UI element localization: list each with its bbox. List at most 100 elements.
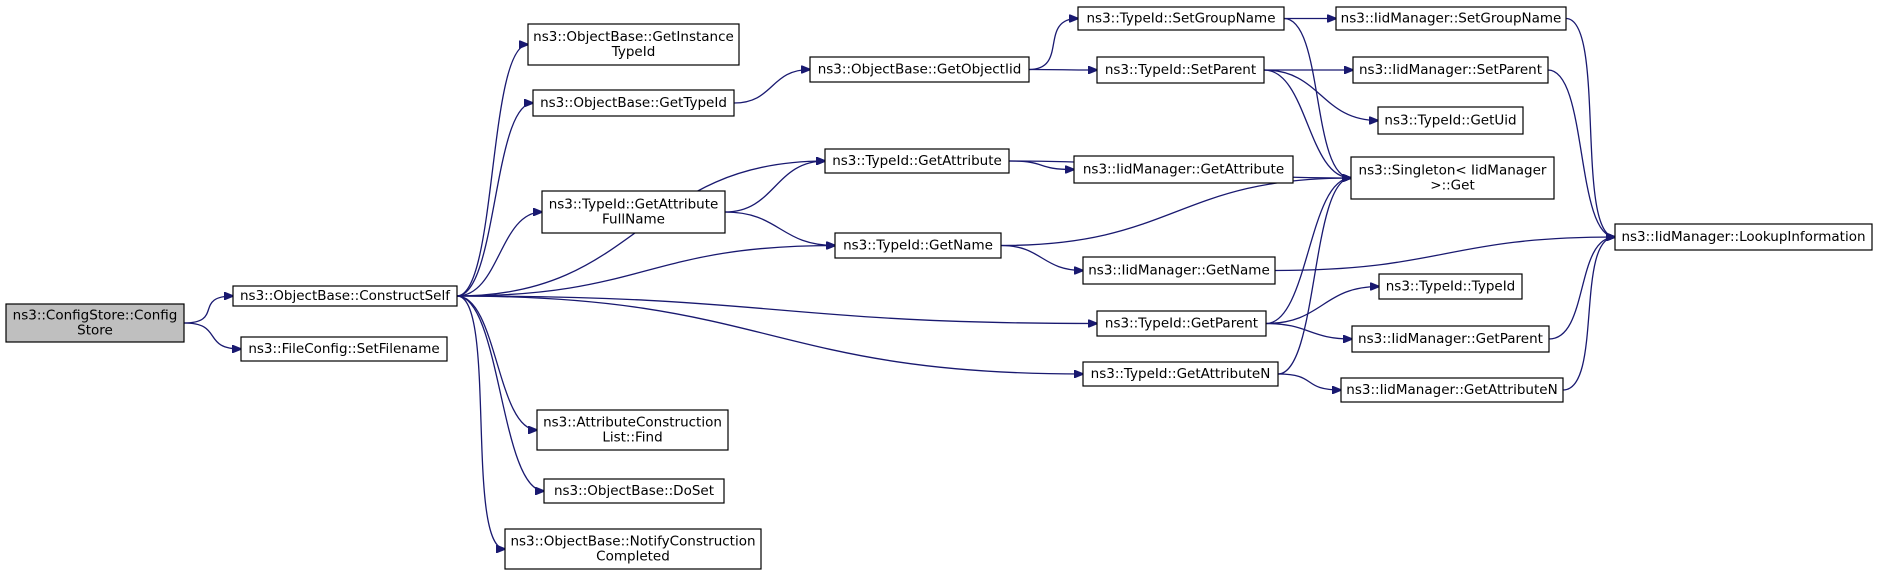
node-iidmanager-getparent[interactable]: ns3::IidManager::GetParent [1351,325,1550,353]
node-typeid-typeid[interactable]: ns3::TypeId::TypeId [1378,273,1523,300]
node-typeid-typeid-label-line-0: ns3::TypeId::TypeId [1386,279,1516,295]
node-objectbase-constructself[interactable]: ns3::ObjectBase::ConstructSelf [232,285,458,307]
node-objectbase-doset-box[interactable] [543,478,725,504]
edge-getname-to-iid_getname [1000,244,1083,271]
node-typeid-setparent-label-line-0: ns3::TypeId::SetParent [1105,62,1256,78]
node-objectbase-constructself-box[interactable] [232,285,458,307]
node-typeid-getattribute[interactable]: ns3::TypeId::GetAttribute [824,148,1010,174]
node-iidmanager-getname[interactable]: ns3::IidManager::GetName [1082,256,1276,285]
node-objectbase-getinstancetypeid-label-line-0: ns3::ObjectBase::GetInstance [533,29,734,45]
node-iidmanager-setgroupname-label-line-0: ns3::IidManager::SetGroupName [1341,11,1562,27]
node-objectbase-notifyconstructioncompleted-label-line-0: ns3::ObjectBase::NotifyConstruction [510,534,755,550]
node-objectbase-getinstancetypeid-label-line-1: TypeId [611,44,656,60]
node-attributeconstructionlist-find-label-line-0: ns3::AttributeConstruction [543,415,722,431]
node-iidmanager-getname-label-line-0: ns3::IidManager::GetName [1088,263,1270,279]
edge-getattributen-to-iid_getattributen [1277,373,1341,390]
node-typeid-setparent-box[interactable] [1096,56,1265,84]
node-typeid-getuid-label-line-0: ns3::TypeId::GetUid [1384,113,1516,129]
edge-getattributefullname-to-getname [724,211,835,246]
node-typeid-setgroupname-label-line-0: ns3::TypeId::SetGroupName [1086,11,1275,27]
node-iidmanager-getparent-box[interactable] [1351,325,1550,353]
edge-configstore-to-setfilename [183,322,241,349]
edge-getobjectiid-to-setgroupname [1028,19,1078,71]
edge-constructself-to-notifyconstruction [456,295,505,549]
node-typeid-getattributen-box[interactable] [1082,361,1279,387]
node-singleton-iidmanager-get-box[interactable] [1350,156,1555,200]
node-typeid-getattribute-box[interactable] [824,148,1010,174]
edge-constructself-to-getinstancetypeid [456,45,528,297]
node-iidmanager-setparent[interactable]: ns3::IidManager::SetParent [1352,56,1549,84]
node-fileconfig-setfilename-box[interactable] [240,336,448,362]
node-iidmanager-getattributen-box[interactable] [1340,377,1564,403]
node-attributeconstructionlist-find-box[interactable] [536,409,729,451]
edge-getobjectiid-to-setparent [1028,70,1097,71]
node-objectbase-notifyconstructioncompleted[interactable]: ns3::ObjectBase::NotifyConstructionCompl… [504,528,762,570]
node-iidmanager-getattributen[interactable]: ns3::IidManager::GetAttributeN [1340,377,1564,403]
edge-setparent-to-singleton_get [1263,69,1351,178]
node-configstore-ctor-label-line-0: ns3::ConfigStore::Config [13,308,178,324]
node-iidmanager-getparent-label-line-0: ns3::IidManager::GetParent [1358,331,1543,347]
node-typeid-getattributefullname-box[interactable] [541,190,726,234]
node-objectbase-gettypeid[interactable]: ns3::ObjectBase::GetTypeId [532,89,735,117]
edge-iid_getname-to-lookupinformation [1274,237,1615,272]
edge-constructself-to-getattributefullname [456,212,542,297]
edge-configstore-to-constructself [183,296,233,324]
node-configstore-ctor[interactable]: ns3::ConfigStore::ConfigStore [5,303,185,343]
edge-getattributefullname-to-getattribute [724,161,825,213]
edge-constructself-to-getname [456,246,835,297]
node-typeid-getname-box[interactable] [834,232,1002,259]
node-attributeconstructionlist-find-label-line-1: List::Find [602,430,662,446]
edge-getparent-to-typeid_typeid [1265,287,1379,325]
node-typeid-getparent[interactable]: ns3::TypeId::GetParent [1096,310,1267,337]
node-typeid-getname-label-line-0: ns3::TypeId::GetName [843,238,993,254]
node-typeid-getuid[interactable]: ns3::TypeId::GetUid [1377,106,1524,135]
edge-setgroupname-to-singleton_get [1283,17,1351,179]
edge-constructself-to-acl_find [456,295,537,430]
node-iidmanager-setgroupname-box[interactable] [1335,6,1567,31]
node-typeid-getuid-box[interactable] [1377,106,1524,135]
node-objectbase-getobjectiid-box[interactable] [809,56,1030,83]
node-singleton-iidmanager-get-label-line-0: ns3::Singleton< IidManager [1359,163,1547,179]
node-typeid-getname[interactable]: ns3::TypeId::GetName [834,232,1002,259]
edge-iid_getattributen-to-lookupinformation [1562,237,1615,391]
node-iidmanager-lookupinformation-label-line-0: ns3::IidManager::LookupInformation [1621,229,1865,245]
node-objectbase-getinstancetypeid-box[interactable] [527,23,740,66]
node-typeid-setparent[interactable]: ns3::TypeId::SetParent [1096,56,1265,84]
node-configstore-ctor-box[interactable] [5,303,185,343]
node-objectbase-notifyconstructioncompleted-box[interactable] [504,528,762,570]
node-fileconfig-setfilename-label-line-0: ns3::FileConfig::SetFilename [248,341,439,357]
node-iidmanager-getattribute[interactable]: ns3::IidManager::GetAttribute [1073,155,1294,184]
node-typeid-typeid-box[interactable] [1378,273,1523,300]
nodes-layer: ns3::ConfigStore::ConfigStorens3::Object… [5,6,1873,570]
node-typeid-setgroupname-box[interactable] [1077,6,1285,31]
node-fileconfig-setfilename[interactable]: ns3::FileConfig::SetFilename [240,336,448,362]
node-iidmanager-getname-box[interactable] [1082,256,1276,285]
edge-iid_getparent-to-lookupinformation [1548,237,1615,340]
node-singleton-iidmanager-get[interactable]: ns3::Singleton< IidManager>::Get [1350,156,1555,200]
edge-constructself-to-getattributen [456,295,1083,374]
node-iidmanager-getattribute-label-line-0: ns3::IidManager::GetAttribute [1083,162,1284,178]
node-iidmanager-lookupinformation-box[interactable] [1614,223,1873,251]
node-typeid-getattribute-label-line-0: ns3::TypeId::GetAttribute [832,153,1002,169]
node-iidmanager-lookupinformation[interactable]: ns3::IidManager::LookupInformation [1614,223,1873,251]
node-typeid-getparent-box[interactable] [1096,310,1267,337]
node-objectbase-gettypeid-label-line-0: ns3::ObjectBase::GetTypeId [540,95,727,111]
edge-constructself-to-gettypeid [456,103,533,297]
node-iidmanager-setgroupname[interactable]: ns3::IidManager::SetGroupName [1335,6,1567,31]
node-objectbase-getobjectiid[interactable]: ns3::ObjectBase::GetObjectIid [809,56,1030,83]
edge-getparent-to-singleton_get [1265,178,1351,325]
edge-getattributen-to-singleton_get [1277,178,1351,375]
node-typeid-setgroupname[interactable]: ns3::TypeId::SetGroupName [1077,6,1285,31]
node-objectbase-constructself-label-line-0: ns3::ObjectBase::ConstructSelf [240,288,451,304]
node-typeid-getattributen-label-line-0: ns3::TypeId::GetAttributeN [1091,366,1271,382]
node-typeid-getattributen[interactable]: ns3::TypeId::GetAttributeN [1082,361,1279,387]
edge-constructself-to-doset [456,295,544,491]
node-objectbase-doset[interactable]: ns3::ObjectBase::DoSet [543,478,725,504]
node-iidmanager-setparent-box[interactable] [1352,56,1549,84]
node-iidmanager-getattribute-box[interactable] [1073,155,1294,184]
node-objectbase-gettypeid-box[interactable] [532,89,735,117]
